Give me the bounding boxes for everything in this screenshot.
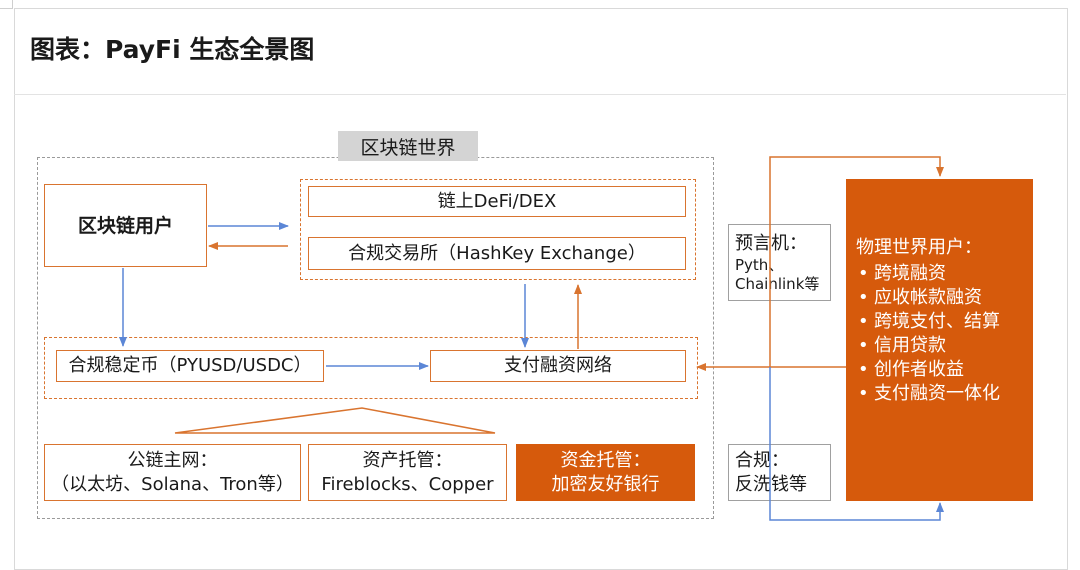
physical-item: •跨境融资 xyxy=(858,259,946,285)
compliance-label: 合规： xyxy=(735,449,789,471)
bullet-icon: • xyxy=(858,311,869,332)
fund-custody-node: 资金托管： 加密友好银行 xyxy=(516,444,695,501)
title-bar xyxy=(14,8,1066,95)
oracle-label: 预言机： xyxy=(735,232,807,254)
public-chain-examples: （以太坊、Solana、Tron等） xyxy=(51,473,294,495)
compliance-node: 合规： 反洗钱等 xyxy=(728,444,831,501)
physical-world-users-panel xyxy=(846,179,1033,501)
infrastructure-triangle xyxy=(174,407,496,434)
physical-world-users-title: 物理世界用户： xyxy=(856,237,982,258)
physical-item: •跨境支付、结算 xyxy=(858,307,1000,333)
stablecoin-node: 合规稳定币（PYUSD/USDC） xyxy=(56,350,324,382)
blockchain-world-label: 区块链世界 xyxy=(338,131,478,161)
asset-custody-examples: Fireblocks、Copper xyxy=(321,473,494,495)
bullet-icon: • xyxy=(858,287,869,308)
physical-item-label: 跨境支付、结算 xyxy=(874,311,1000,332)
blockchain-user-node: 区块链用户 xyxy=(44,184,207,267)
oracle-provider-chainlink: Chainlink等 xyxy=(735,274,820,293)
connector-top-orange xyxy=(769,156,944,367)
oracle-node: 预言机： Pyth、 Chainlink等 xyxy=(728,224,831,301)
physical-item: •创作者收益 xyxy=(858,355,964,381)
page-title: 图表：PayFi 生态全景图 xyxy=(30,35,315,64)
fund-custody-label: 资金托管： xyxy=(560,449,651,471)
physical-item-label: 应收帐款融资 xyxy=(874,287,982,308)
exchange-node: 合规交易所（HashKey Exchange） xyxy=(308,237,686,270)
physical-item: •支付融资一体化 xyxy=(858,379,1000,405)
physical-item-label: 创作者收益 xyxy=(874,359,964,380)
physical-item: •应收帐款融资 xyxy=(858,283,982,309)
trading-venues-group xyxy=(300,179,696,280)
physical-item-label: 支付融资一体化 xyxy=(874,383,1000,404)
connector-bottom-blue xyxy=(769,367,944,521)
compliance-examples: 反洗钱等 xyxy=(735,473,807,495)
physical-item-label: 跨境融资 xyxy=(874,263,946,284)
physical-item-label: 信用贷款 xyxy=(874,335,946,356)
public-chain-label: 公链主网： xyxy=(127,449,218,471)
connector-layer xyxy=(119,156,944,521)
bullet-icon: • xyxy=(858,263,869,284)
asset-custody-node: 资产托管： Fireblocks、Copper xyxy=(308,444,507,501)
defi-dex-node: 链上DeFi/DEX xyxy=(308,186,686,217)
bullet-icon: • xyxy=(858,359,869,380)
frame-corner xyxy=(0,0,13,9)
oracle-provider-pyth: Pyth、 xyxy=(735,255,784,274)
payfi-network-node: 支付融资网络 xyxy=(430,350,686,382)
bullet-icon: • xyxy=(858,383,869,404)
asset-custody-label: 资产托管： xyxy=(362,449,453,471)
public-chain-node: 公链主网： （以太坊、Solana、Tron等） xyxy=(44,444,301,501)
bullet-icon: • xyxy=(858,335,869,356)
fund-custody-examples: 加密友好银行 xyxy=(551,473,660,495)
physical-item: •信用贷款 xyxy=(858,331,946,357)
